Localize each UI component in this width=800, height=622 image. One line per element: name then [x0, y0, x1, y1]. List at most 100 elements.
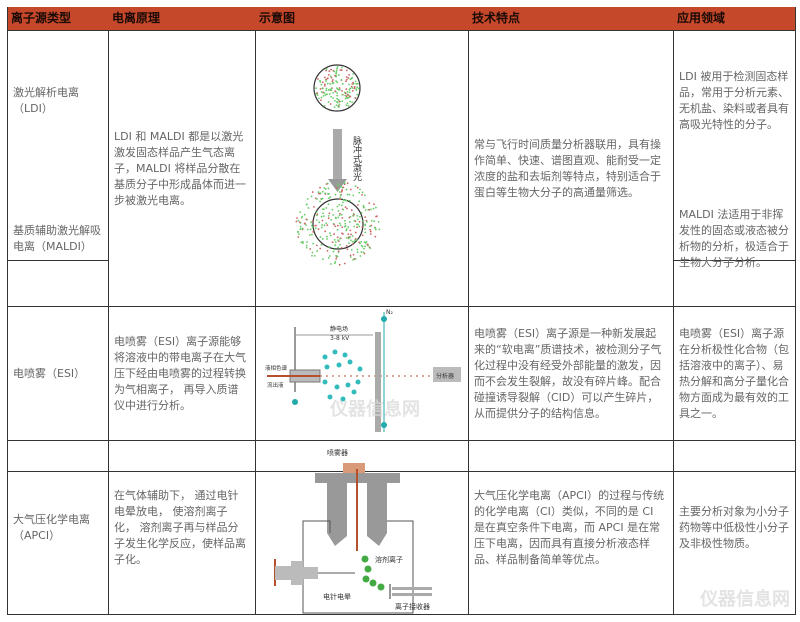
particle: [306, 228, 309, 230]
particle: [319, 83, 322, 86]
particle: [327, 245, 330, 248]
particle: [330, 79, 333, 82]
particle: [347, 241, 350, 244]
particle: [332, 250, 334, 253]
ldi-diagram: 脉冲式激光: [255, 31, 468, 306]
particle: [315, 91, 318, 94]
particle: [355, 85, 358, 88]
particle: [338, 212, 341, 215]
cell-esi-features: 电喷雾（ESI）离子源是一种新发展起来的“软电离”质谱技术，被检测分子气化过程中…: [474, 326, 662, 420]
particle: [309, 220, 312, 223]
particle: [351, 89, 354, 92]
particle: [323, 223, 325, 226]
particle: [367, 201, 370, 204]
particle: [345, 78, 348, 81]
particle: [324, 89, 327, 91]
lc-label: 液相色谱: [265, 364, 288, 372]
particle: [361, 250, 364, 253]
particle: [356, 217, 359, 220]
particle: [298, 210, 301, 213]
particle: [347, 237, 350, 239]
particle: [346, 93, 349, 96]
particle: [356, 250, 359, 253]
particle: [359, 250, 362, 253]
particle: [346, 193, 348, 195]
particle: [348, 90, 351, 93]
particle: [328, 254, 331, 257]
particle: [374, 215, 377, 217]
particle: [306, 197, 309, 200]
particle: [346, 247, 348, 250]
particle: [315, 243, 318, 246]
particle: [299, 227, 302, 230]
particle: [322, 186, 325, 189]
particle: [334, 186, 337, 189]
particle: [321, 257, 324, 260]
particle: [334, 70, 337, 73]
particle: [352, 219, 355, 222]
particle: [327, 100, 329, 103]
particle: [362, 204, 364, 207]
particle: [322, 207, 325, 210]
particle: [348, 193, 350, 196]
particle: [352, 253, 354, 256]
particle: [334, 254, 337, 257]
particle: [319, 235, 321, 238]
particle: [343, 94, 346, 96]
particle: [340, 231, 343, 234]
cell-maldi-type: 基质辅助激光解吸电离（MALDI）: [13, 223, 101, 253]
particle: [329, 88, 332, 91]
particle: [372, 207, 374, 210]
particle: [337, 209, 339, 212]
particle: [327, 88, 329, 91]
particle: [355, 93, 358, 95]
particle: [331, 208, 333, 211]
particle: [340, 225, 343, 228]
particle: [336, 238, 339, 241]
particle: [300, 216, 303, 219]
particle: [347, 235, 350, 238]
particle: [337, 98, 340, 101]
particle: [308, 247, 311, 250]
particle: [327, 214, 330, 217]
particle: [333, 74, 336, 77]
particle: [359, 240, 362, 243]
particle: [321, 190, 324, 193]
particle: [319, 197, 322, 200]
particle: [331, 78, 334, 81]
particle: [317, 96, 320, 99]
particle: [313, 254, 316, 257]
particle: [329, 102, 332, 105]
particle: [298, 220, 301, 223]
particle: [348, 199, 350, 202]
particle: [335, 103, 337, 106]
cell-apci-type: 大气压化学电离（APCI）: [13, 512, 90, 542]
particle: [324, 69, 327, 72]
particle: [301, 241, 304, 244]
receiver-label: 离子接收器: [395, 602, 430, 611]
particle: [304, 218, 307, 220]
particle: [318, 247, 321, 249]
particle: [363, 215, 366, 218]
particle: [358, 242, 361, 244]
particle: [335, 97, 338, 100]
particle: [358, 254, 361, 257]
particle: [352, 257, 355, 260]
cell-esi-application: 电喷雾（ESI）离子源在分析极性化合物（包括溶液中的离子）、易热分解和高分子量化…: [679, 326, 789, 420]
particle: [349, 255, 352, 258]
particle: [316, 93, 319, 96]
particle: [334, 193, 336, 196]
particle: [331, 213, 334, 216]
particle: [339, 193, 342, 196]
particle: [319, 87, 321, 90]
particle: [340, 213, 343, 216]
particle: [374, 206, 377, 208]
n2-label: N₂: [386, 309, 393, 316]
particle: [344, 91, 347, 94]
ion-source-table: 离子源类型 电离原理 示意图 技术特点 应用领域 激光解析电离（LDI） 基质辅…: [7, 7, 796, 615]
particle: [305, 246, 308, 249]
particle: [354, 231, 357, 233]
particle: [311, 225, 314, 228]
particle: [345, 94, 347, 97]
particle: [341, 208, 344, 211]
